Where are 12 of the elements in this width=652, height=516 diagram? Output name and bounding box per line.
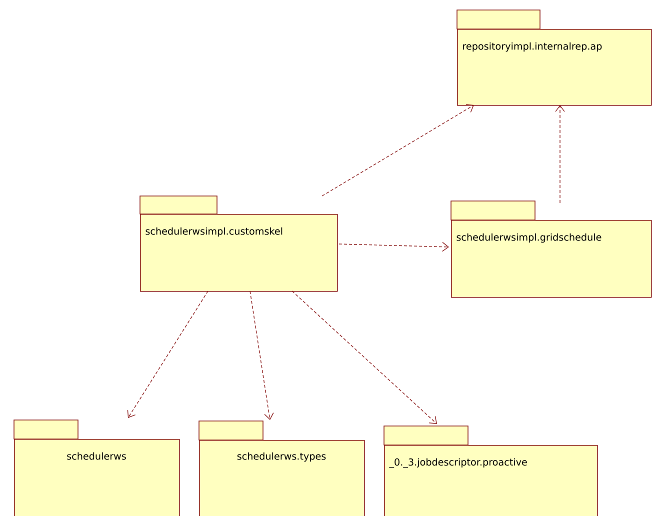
package-box: schedulerwsimpl.gridschedule — [450, 200, 652, 298]
package-box: schedulerws — [14, 420, 180, 516]
package-box: _0._3.jobdescriptor.proactive — [384, 426, 598, 516]
dependency-arrow — [127, 290, 208, 418]
package-box: schedulerwsimpl.customskel — [140, 196, 338, 292]
dependency-arrow — [338, 242, 449, 252]
dependency-arrow — [555, 105, 565, 204]
package-box: schedulerws.types — [198, 420, 365, 516]
dependency-arrow — [292, 290, 437, 424]
package-box: repositoryimpl.internalrep.ap — [456, 10, 652, 106]
dependency-arrow — [322, 104, 474, 196]
dependency-arrow — [250, 290, 274, 420]
